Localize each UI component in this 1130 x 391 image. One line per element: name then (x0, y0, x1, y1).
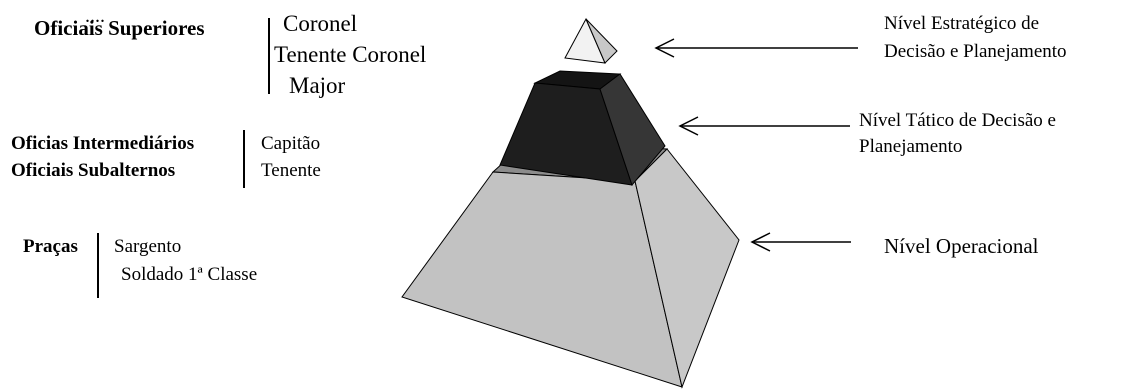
rank-soldado: Soldado 1ª Classe (121, 264, 258, 285)
level-tactical-line2: Planejamento (859, 136, 963, 157)
arrow-operational (750, 232, 851, 252)
pracas-label: Praças (23, 236, 78, 257)
rank-tenente: Tenente (261, 160, 321, 181)
intermediarios-divider (243, 130, 245, 188)
level-strategic-line1: Nível Estratégico de (884, 13, 1040, 34)
oficiais-subalternos-label: Oficiais Subalternos (11, 160, 176, 181)
oficiais-superiores-label: Oficiais Superiores (34, 16, 205, 40)
rank-coronel: Coronel (283, 11, 358, 36)
rank-tenente-coronel: Tenente Coronel (274, 42, 427, 67)
pracas-divider (97, 233, 99, 298)
level-strategic-line2: Decisão e Planejamento (884, 41, 1067, 62)
level-operational: Nível Operacional (884, 234, 1039, 258)
level-tactical-line1: Nível Tático de Decisão e (859, 110, 1056, 131)
arrow-tactical (678, 116, 850, 136)
superiores-divider (268, 18, 270, 94)
oficiais-intermediarios-label: Oficias Intermediários (11, 133, 195, 154)
rank-capitao: Capitão (261, 133, 321, 154)
top-side-face (585, 18, 618, 64)
rank-major: Major (289, 73, 346, 98)
arrow-strategic (654, 38, 858, 58)
rank-sargento: Sargento (114, 236, 182, 257)
base-side-face (634, 148, 740, 389)
ellipsis: .... (85, 5, 105, 27)
middle-side-face (599, 73, 666, 187)
